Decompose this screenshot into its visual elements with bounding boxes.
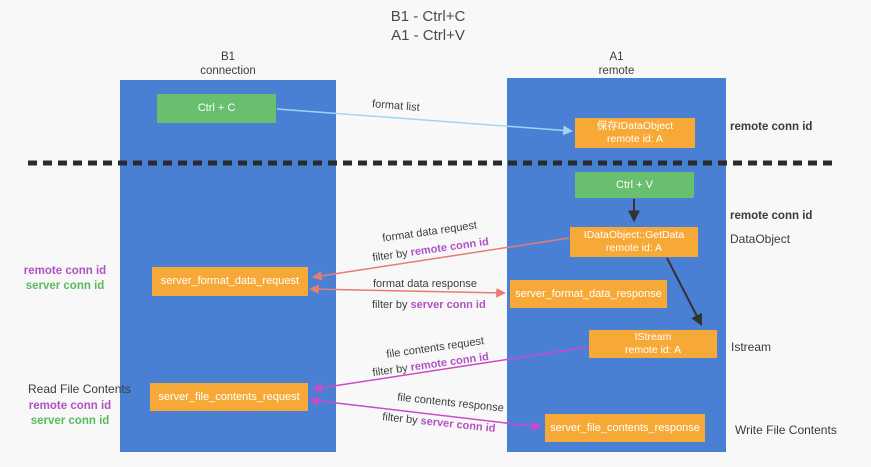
save-idataobject-line2: remote id: A	[606, 133, 664, 145]
save-idataobject-line1: 保存IDataObject	[596, 120, 674, 132]
left-conn-id-stack: remote conn id server conn id	[20, 264, 110, 294]
label-filter-by-server-conn-id-1: filter by server conn id	[372, 299, 486, 311]
lane-b1-title: B1	[220, 51, 236, 63]
node-save-idataobject: 保存IDataObject remote id: A	[575, 118, 695, 148]
istream-line1: IStream	[634, 331, 672, 343]
server-conn-id-text: server conn id	[419, 415, 497, 435]
right-remote-conn-id-top: remote conn id	[730, 121, 813, 133]
left-remote-conn-id-2: remote conn id	[28, 400, 112, 412]
left-remote-conn-id: remote conn id	[23, 265, 107, 277]
label-file-contents-response: file contents response	[396, 391, 505, 415]
node-server-format-data-response: server_format_data_response	[510, 280, 667, 308]
label-format-list: format list	[371, 98, 421, 114]
left-conn-id-stack-bottom: remote conn id server conn id	[25, 399, 115, 429]
ctrl-v-label: Ctrl + V	[616, 178, 653, 191]
node-ctrl-v: Ctrl + V	[575, 172, 694, 198]
lane-b1-subtitle: connection	[200, 65, 256, 77]
right-istream-label: Istream	[731, 340, 772, 354]
right-write-file-contents-label: Write File Contents	[735, 423, 837, 437]
node-istream: IStream remote id: A	[589, 330, 717, 358]
remote-conn-id-text: remote conn id	[409, 235, 490, 259]
right-dataobject-label: DataObject	[730, 232, 791, 246]
ctrl-c-label: Ctrl + C	[197, 102, 236, 114]
server-conn-id-text: server conn id	[410, 299, 486, 311]
lane-header-a1: A1 remote	[507, 50, 726, 78]
getdata-line2: remote id: A	[605, 242, 663, 254]
getdata-line1: IDataObject::GetData	[583, 229, 685, 241]
node-server-file-contents-response: server_file_contents_response	[545, 414, 705, 442]
left-read-file-contents-label: Read File Contents	[28, 382, 131, 396]
left-server-conn-id: server conn id	[25, 280, 105, 292]
node-idataobject-getdata: IDataObject::GetData remote id: A	[570, 227, 698, 257]
label-format-data-response: format data response	[373, 278, 477, 290]
node-ctrl-c: Ctrl + C	[157, 94, 276, 123]
server-format-data-request-label: server_format_data_request	[160, 275, 300, 287]
left-server-conn-id-2: server conn id	[30, 415, 110, 427]
filter-by-text: filter by	[372, 299, 411, 311]
right-remote-conn-id-mid: remote conn id	[730, 210, 813, 222]
server-format-data-response-label: server_format_data_response	[515, 287, 662, 300]
title-line-1: B1 - Ctrl+C	[390, 8, 466, 25]
lane-a1-title: A1	[609, 51, 624, 63]
node-server-format-data-request: server_format_data_request	[152, 267, 308, 296]
title-line-2: A1 - Ctrl+V	[391, 27, 465, 44]
lane-a1-subtitle: remote	[598, 65, 635, 77]
diagram-title: B1 - Ctrl+C A1 - Ctrl+V	[0, 7, 856, 45]
filter-by-text: filter by	[381, 411, 422, 428]
filter-by-text: filter by	[371, 361, 412, 380]
node-server-file-contents-request: server_file_contents_request	[150, 383, 308, 411]
server-file-contents-response-label: server_file_contents_response	[550, 421, 700, 434]
lane-header-b1: B1 connection	[120, 50, 336, 78]
filter-by-text: filter by	[371, 246, 412, 265]
istream-line2: remote id: A	[624, 344, 682, 356]
label-filter-by-server-conn-id-2: filter by server conn id	[382, 411, 496, 435]
server-file-contents-request-label: server_file_contents_request	[158, 390, 300, 403]
